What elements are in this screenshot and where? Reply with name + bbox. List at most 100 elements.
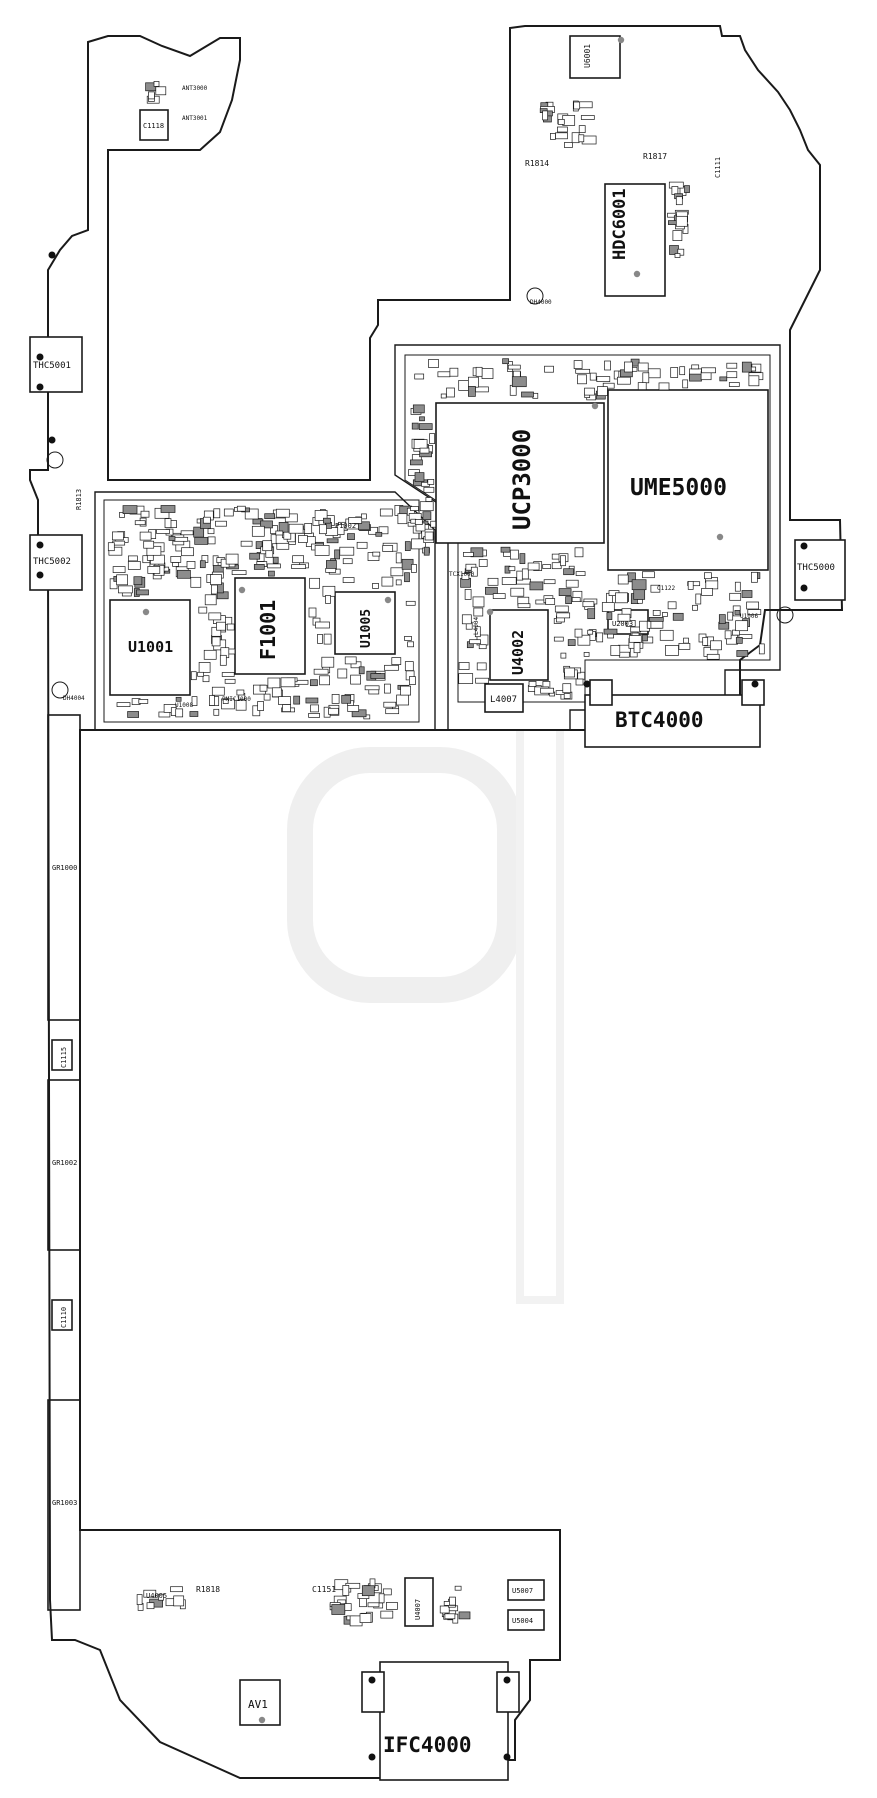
chip-btc4000 <box>584 694 761 748</box>
pad <box>321 656 335 668</box>
pad <box>210 574 222 585</box>
pad <box>334 549 340 560</box>
pad <box>397 513 408 525</box>
pad <box>180 530 194 536</box>
pad <box>322 585 336 597</box>
pad <box>501 577 517 585</box>
pad <box>758 643 765 655</box>
label-u5004: U5004 <box>512 1617 533 1625</box>
pad <box>510 587 525 597</box>
chip-f1001 <box>234 577 306 675</box>
pad <box>587 629 594 635</box>
pad <box>283 531 292 540</box>
pad <box>582 601 595 608</box>
pad <box>331 694 340 704</box>
chip-u1005 <box>334 591 396 655</box>
pad <box>512 370 521 378</box>
pad <box>469 639 481 645</box>
pad <box>293 695 301 705</box>
pad <box>198 606 208 614</box>
pad <box>405 600 416 606</box>
pad <box>236 689 245 696</box>
pad <box>473 607 484 617</box>
pad <box>738 634 753 639</box>
pad <box>702 637 709 646</box>
pad <box>197 671 204 677</box>
pad <box>606 612 613 620</box>
pad <box>642 634 648 642</box>
pad <box>356 541 368 549</box>
label-r1817: R1817 <box>643 152 667 161</box>
pad <box>396 694 409 706</box>
pad <box>347 705 360 712</box>
pad <box>411 422 419 430</box>
pad <box>724 630 732 640</box>
pad <box>225 553 239 565</box>
pad <box>562 683 572 694</box>
pad <box>278 696 291 705</box>
pad <box>583 652 590 657</box>
pad <box>701 367 716 374</box>
pad <box>223 508 234 517</box>
pad <box>308 713 320 718</box>
pad <box>383 701 397 708</box>
pad <box>439 1605 450 1614</box>
pad <box>475 677 489 684</box>
pad <box>134 520 146 526</box>
pad <box>565 579 579 588</box>
pad <box>718 614 726 624</box>
pad <box>695 593 702 605</box>
pad <box>271 687 282 698</box>
pad <box>267 677 281 689</box>
pad <box>268 570 275 577</box>
pad <box>358 666 365 675</box>
pad <box>400 685 411 696</box>
pad <box>215 520 227 527</box>
pad <box>325 568 337 573</box>
hole <box>800 542 808 550</box>
pad <box>193 526 205 538</box>
pad <box>419 501 434 512</box>
pad <box>211 636 221 647</box>
pad <box>407 641 414 648</box>
pad <box>580 115 595 120</box>
pad <box>325 595 331 604</box>
pin1-dot <box>258 1716 266 1724</box>
mount-ring <box>526 287 544 305</box>
pin1-dot <box>617 36 625 44</box>
label-u2003: U2003 <box>612 620 633 628</box>
label-ume5000: UME5000 <box>630 475 727 501</box>
pad <box>741 590 753 598</box>
pad <box>601 602 615 612</box>
pad <box>487 577 499 586</box>
pad <box>647 368 661 379</box>
pad <box>381 576 394 587</box>
pad <box>575 368 591 374</box>
pad <box>675 196 683 206</box>
label-gr1003: GR1003 <box>52 1499 77 1507</box>
labels: U1001 F1001 U1005 UCP3000 UME5000 U4002 … <box>33 44 835 1757</box>
pad <box>478 559 488 567</box>
pad <box>127 561 141 570</box>
pad <box>341 694 352 704</box>
pad <box>173 1595 185 1607</box>
pad <box>323 517 331 524</box>
pad <box>395 579 402 586</box>
pad <box>741 361 752 373</box>
pad <box>257 701 264 711</box>
label-av1: AV1 <box>248 1698 268 1711</box>
pad <box>372 583 379 589</box>
left-rails <box>47 109 169 1611</box>
pad <box>437 371 451 378</box>
label-c1111: C1111 <box>714 157 722 178</box>
pad <box>404 541 411 551</box>
pad <box>427 479 435 485</box>
label-c1110: C1110 <box>60 1307 68 1328</box>
pin1-markers <box>142 36 724 1724</box>
board-outline <box>29 25 844 1779</box>
pad <box>267 563 281 569</box>
pad <box>675 215 688 227</box>
pad <box>231 570 247 575</box>
hole <box>368 1676 376 1684</box>
pad <box>209 695 215 706</box>
